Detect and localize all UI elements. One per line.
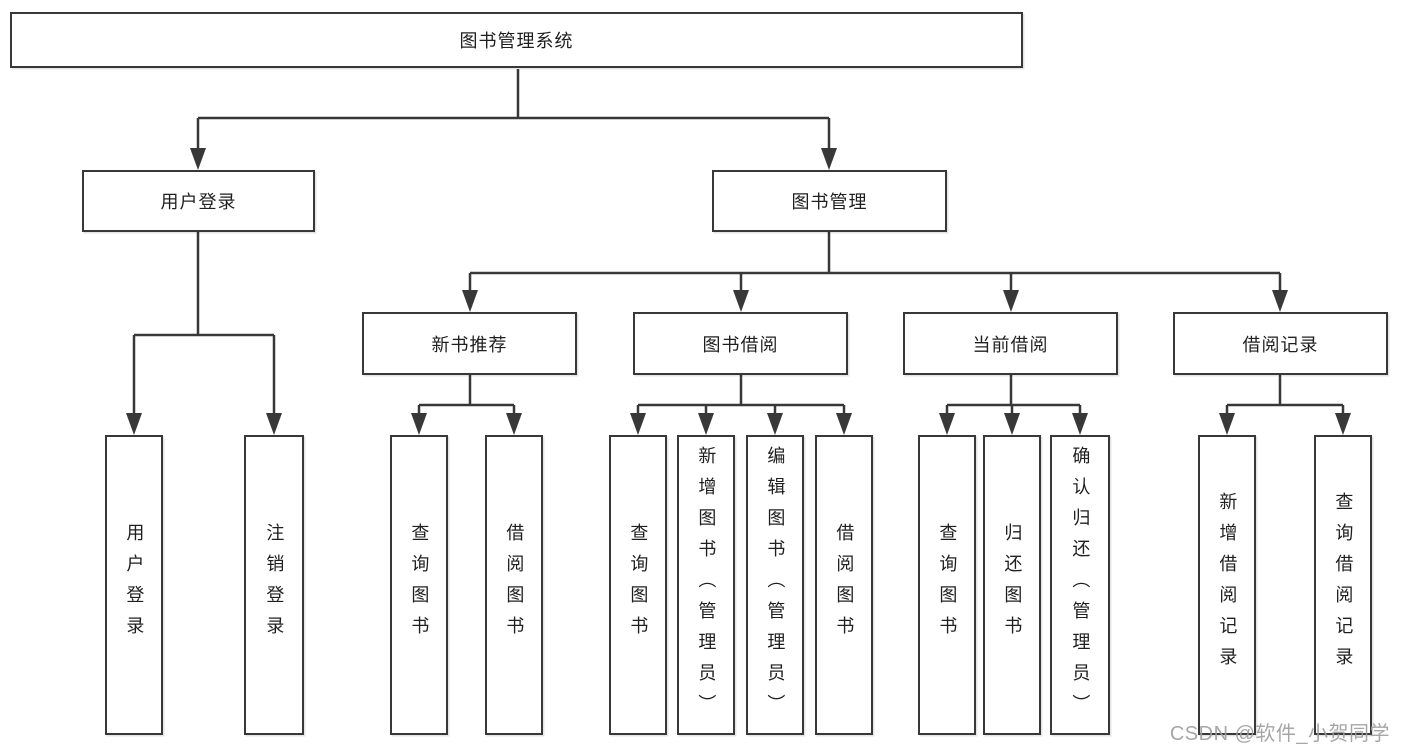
- node-label: 借阅图书: [504, 523, 525, 647]
- node-leaf-query-books-current: 查询图书: [918, 435, 976, 735]
- node-leaf-edit-book-admin: 编辑图书（管理员）: [746, 435, 804, 735]
- node-leaf-query-books-borrowing: 查询图书: [609, 435, 667, 735]
- node-label: 确认归还（管理员）: [1070, 445, 1091, 725]
- node-label: 查询图书: [628, 523, 649, 647]
- node-label: 图书管理: [791, 192, 868, 212]
- node-leaf-query-books-recommend: 查询图书: [390, 435, 448, 735]
- node-leaf-borrow-books-borrowing: 借阅图书: [815, 435, 873, 735]
- node-label: 图书管理系统: [459, 31, 574, 51]
- node-new-book-recommend: 新书推荐: [362, 312, 577, 375]
- node-label: 注销登录: [264, 523, 285, 647]
- node-label: 借阅记录: [1242, 334, 1319, 355]
- node-label: 新增图书（管理员）: [696, 445, 717, 725]
- node-label: 查询借阅记录: [1333, 492, 1354, 678]
- node-leaf-user-login: 用户登录: [105, 435, 163, 735]
- node-leaf-add-book-admin: 新增图书（管理员）: [677, 435, 735, 735]
- node-leaf-confirm-return-admin: 确认归还（管理员）: [1050, 435, 1110, 735]
- node-label: 借阅图书: [834, 523, 855, 647]
- node-label: 查询图书: [409, 523, 430, 647]
- node-label: 当前借阅: [972, 334, 1049, 355]
- node-label: 新增借阅记录: [1217, 492, 1238, 678]
- node-book-borrowing: 图书借阅: [633, 312, 848, 375]
- node-label: 用户登录: [124, 523, 145, 647]
- watermark: CSDN @软件_小贺同学: [1169, 723, 1390, 745]
- node-label: 新书推荐: [431, 334, 508, 355]
- node-label: 编辑图书（管理员）: [765, 445, 786, 725]
- node-leaf-return-books: 归还图书: [983, 435, 1041, 735]
- node-user-login: 用户登录: [82, 170, 315, 232]
- node-root: 图书管理系统: [10, 12, 1023, 68]
- node-label: 查询图书: [937, 523, 958, 647]
- node-borrowing-records: 借阅记录: [1173, 312, 1388, 375]
- node-leaf-borrow-books-recommend: 借阅图书: [485, 435, 543, 735]
- node-current-borrowing: 当前借阅: [903, 312, 1118, 375]
- node-book-management: 图书管理: [712, 170, 947, 232]
- node-label: 用户登录: [160, 192, 237, 212]
- node-leaf-logout: 注销登录: [244, 435, 304, 735]
- node-label: 图书借阅: [702, 334, 779, 355]
- node-label: 归还图书: [1002, 523, 1023, 647]
- arrowheads: [126, 148, 1351, 435]
- node-leaf-query-borrow-record: 查询借阅记录: [1314, 435, 1372, 735]
- node-leaf-add-borrow-record: 新增借阅记录: [1198, 435, 1256, 735]
